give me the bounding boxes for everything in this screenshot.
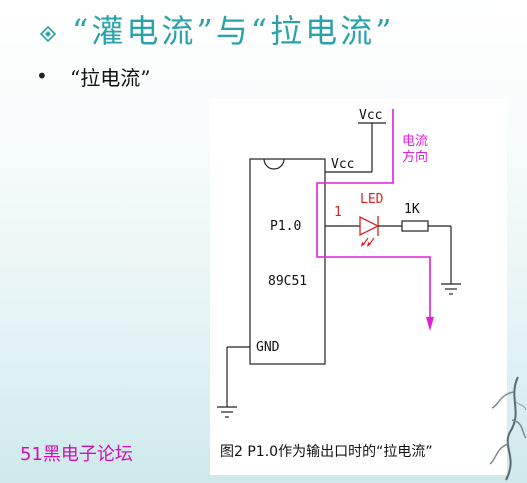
current-label-line2: 方向 [402,149,428,165]
slide-title: “灌电流”与“拉电流” [72,12,395,50]
ground-left-icon [217,406,237,418]
led-label: LED [360,192,384,207]
bullet-text: “拉电流” [70,66,151,90]
chip-name-label: 89C51 [268,274,307,289]
vcc-pin-label: Vcc [331,157,354,172]
bullet-dot-icon: • [36,64,48,88]
decorative-branch-icon [489,376,527,481]
watermark-logo: 51黑电子论坛 [20,444,133,465]
resistor-label: 1K [404,202,420,217]
led-icon [359,215,380,247]
circuit-diagram: Vcc Vcc 电流 方向 P1.0 89C51 GND 1 LED 1K [217,108,461,418]
gnd-pin-label: GND [256,340,280,355]
figure-caption: 图2 P1.0作为输出口时的“拉电流” [220,444,433,460]
ground-right-icon [441,283,461,295]
current-label-line1: 电流 [402,134,428,149]
current-arrow-icon [426,317,434,331]
chip-body [249,158,326,365]
current-path [316,109,431,327]
chip-notch [263,158,285,170]
resistor-icon [401,220,429,232]
vcc-top-label: Vcc [359,108,382,123]
diamond-bullet-icon [39,25,57,43]
pin-p10-label: P1.0 [270,219,301,234]
circuit-figure: Vcc Vcc 电流 方向 P1.0 89C51 GND 1 LED 1K [210,99,507,475]
logic-level-label: 1 [334,205,342,220]
